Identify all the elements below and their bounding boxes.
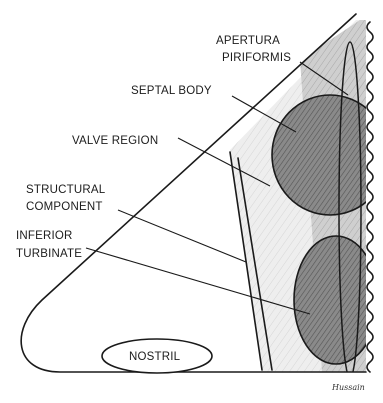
septal-body-shape	[272, 95, 383, 215]
structural-label-line2: COMPONENT	[26, 201, 103, 213]
inferior-label-line1: INFERIOR	[16, 230, 73, 242]
apertura-label-line1: APERTURA	[216, 35, 280, 47]
structural-component-leader	[118, 210, 246, 262]
artist-signature: Hussain	[331, 383, 365, 392]
inferior-turbinate-shape	[294, 236, 378, 364]
structural-label-line1: STRUCTURAL	[26, 184, 106, 196]
valve-region-label: VALVE REGION	[72, 135, 158, 147]
septal-body-label: SEPTAL BODY	[131, 85, 212, 97]
cut-edge	[367, 22, 373, 372]
nostril-label: NOSTRIL	[129, 351, 181, 363]
inferior-label-line2: TURBINATE	[16, 248, 82, 260]
apertura-label-line2: PIRIFORMIS	[222, 52, 291, 64]
